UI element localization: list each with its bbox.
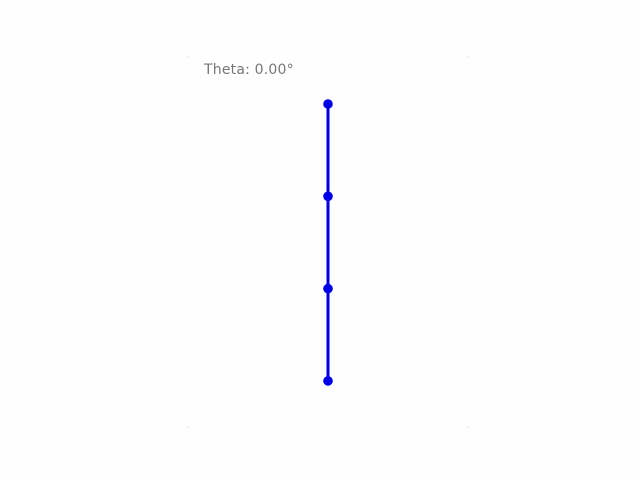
- joint-node: [323, 376, 333, 386]
- corner-mark: [467, 56, 469, 58]
- corner-mark: [467, 426, 469, 428]
- plot-corner-marks: [187, 56, 469, 428]
- joint-node: [323, 99, 333, 109]
- linkage-joints: [323, 99, 333, 386]
- joint-node: [323, 191, 333, 202]
- theta-readout: Theta: 0.00°: [204, 62, 294, 78]
- corner-mark: [187, 56, 189, 58]
- corner-mark: [187, 426, 189, 428]
- joint-node: [323, 283, 333, 294]
